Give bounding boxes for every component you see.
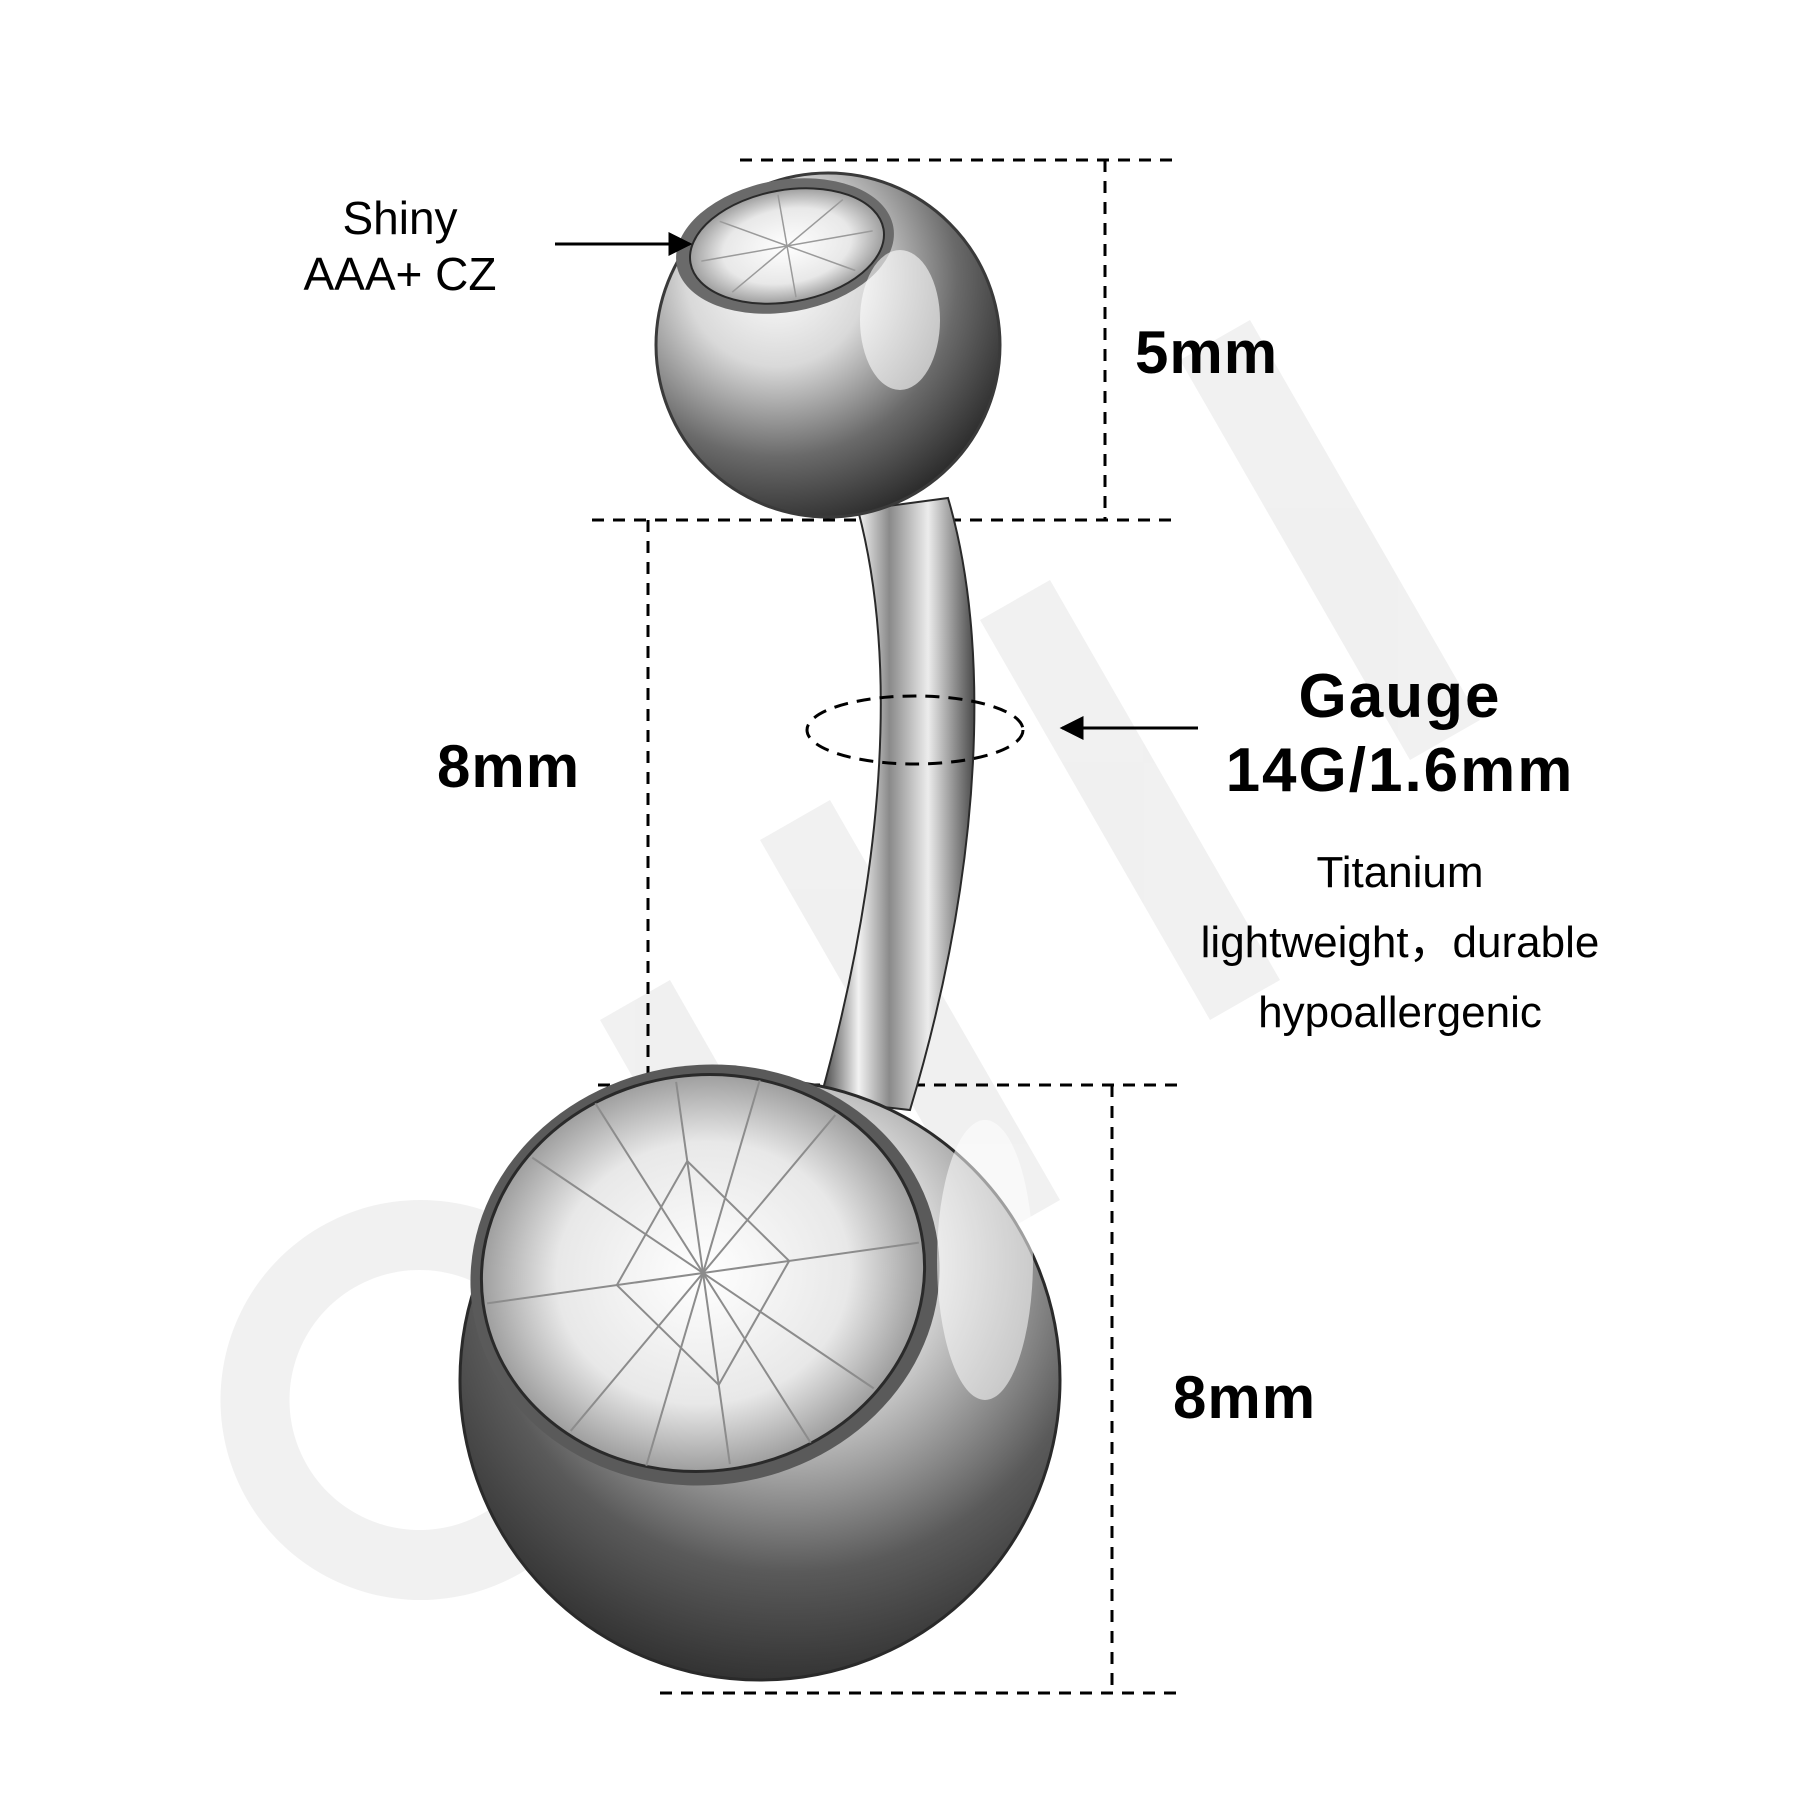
material-line1: Titanium [1316,848,1484,897]
bottom-ball-dimension: 8mm [1173,1364,1317,1431]
material-description: Titanium lightweight，durable hypoallerge… [1120,838,1680,1048]
gauge-label-line1: Gauge [1298,662,1502,731]
cz-label-line1: Shiny [342,192,458,244]
bottom-ball [458,1064,1062,1682]
gauge-label-line2: 14G/1.6mm [1225,736,1575,805]
bar-length-dimension: 8mm [437,733,581,800]
gauge-label: Gauge 14G/1.6mm [1170,660,1630,808]
curved-bar [818,496,976,1112]
material-line3: hypoallergenic [1258,988,1542,1037]
top-ball [654,171,1002,519]
top-ball-dimension: 5mm [1135,319,1279,386]
gauge-ring [805,694,1025,766]
dimension-lines [592,158,1185,1695]
cz-label: Shiny AAA+ CZ [270,190,530,302]
material-line2: lightweight，durable [1200,918,1600,967]
cz-label-line2: AAA+ CZ [303,248,497,300]
